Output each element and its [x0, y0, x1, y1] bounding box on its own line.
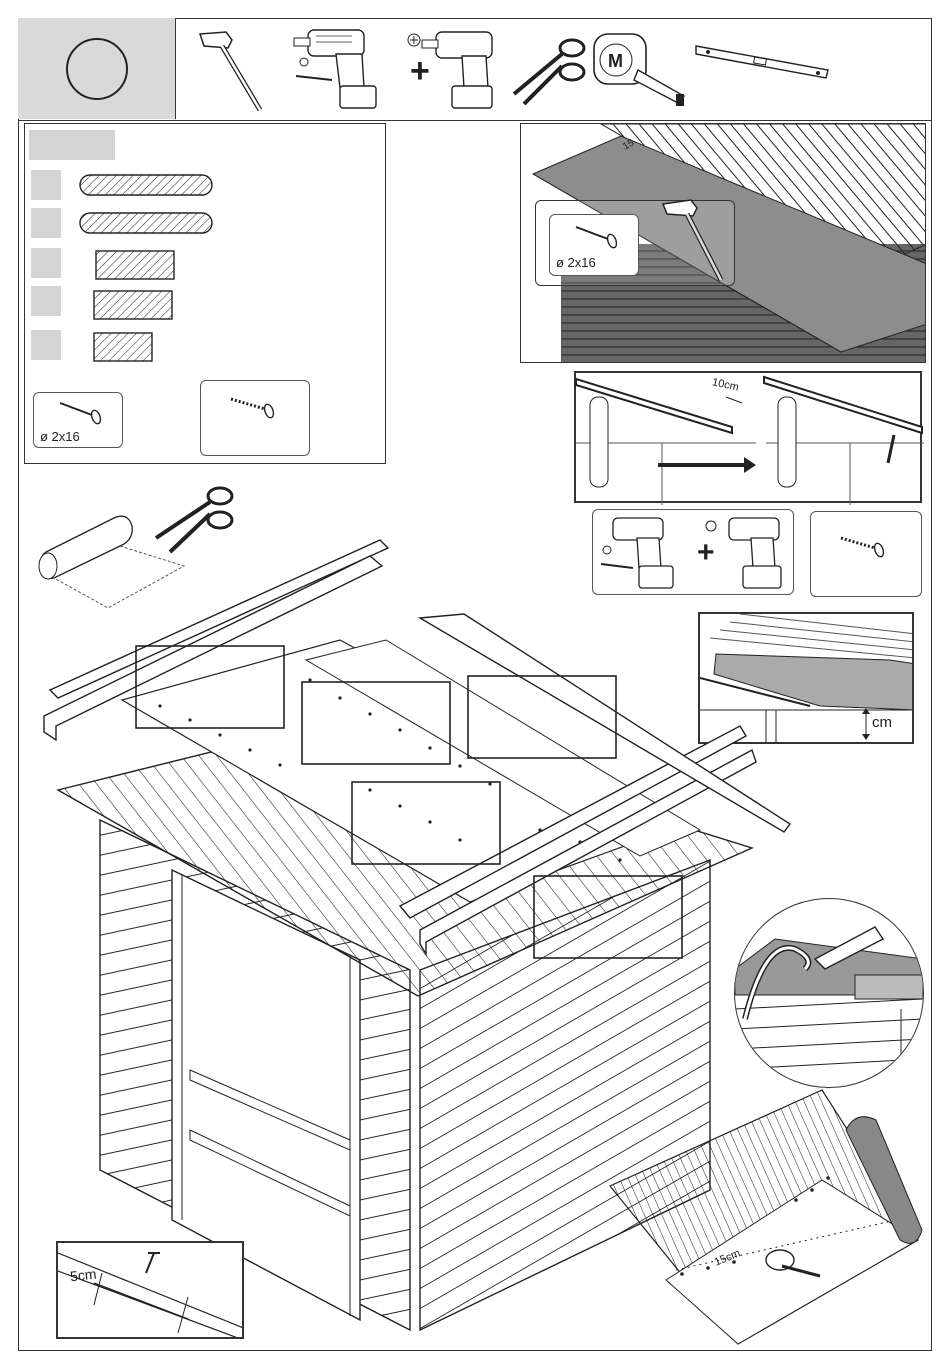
knife-cut-drawing [735, 899, 923, 1087]
edge-gap-label: 5cm [69, 1266, 97, 1285]
roll-part-1 [80, 175, 212, 195]
roof-felt-detail: 15 ø 2x16 [520, 123, 926, 363]
hammer-icon [198, 28, 268, 114]
nail-spec-card: ø 2x16 [33, 392, 123, 448]
eave-edge-drawing [576, 373, 924, 505]
hammer-detail-icon [661, 194, 731, 284]
roll-part-2 [80, 213, 212, 233]
screwdriver-drill-icon [402, 26, 497, 112]
eave-edge-detail: 10cm [574, 371, 922, 503]
nail-spec-label-detail: ø 2x16 [556, 255, 596, 270]
scissors-icon [510, 34, 590, 108]
nail-spec-card-detail: ø 2x16 [549, 214, 639, 276]
screw-icon [227, 393, 279, 419]
step-number-cell [18, 18, 176, 119]
nail-icon [56, 399, 106, 423]
felt-nailing-detail [606, 1090, 926, 1346]
step-number-circle [66, 38, 128, 100]
screw-card [200, 380, 310, 456]
sheet-part-3 [96, 251, 174, 279]
spirit-level-icon [694, 42, 832, 82]
knife-cut-detail [734, 898, 924, 1088]
sheet-part-4 [94, 291, 172, 319]
tape-logo: M [608, 51, 623, 71]
tape-measure-icon: M [590, 30, 690, 112]
sheet-part-5 [94, 333, 152, 361]
edge-gap-drawing [58, 1243, 244, 1339]
edge-gap-detail: 5cm [56, 1241, 244, 1339]
overhang-label: cm [872, 714, 892, 731]
screw-card-detail [810, 511, 922, 597]
nail-spec-label: ø 2x16 [40, 429, 80, 444]
screw-icon-detail [837, 532, 889, 558]
nail-icon-detail [572, 223, 622, 247]
drill-bit-icon [292, 26, 387, 112]
